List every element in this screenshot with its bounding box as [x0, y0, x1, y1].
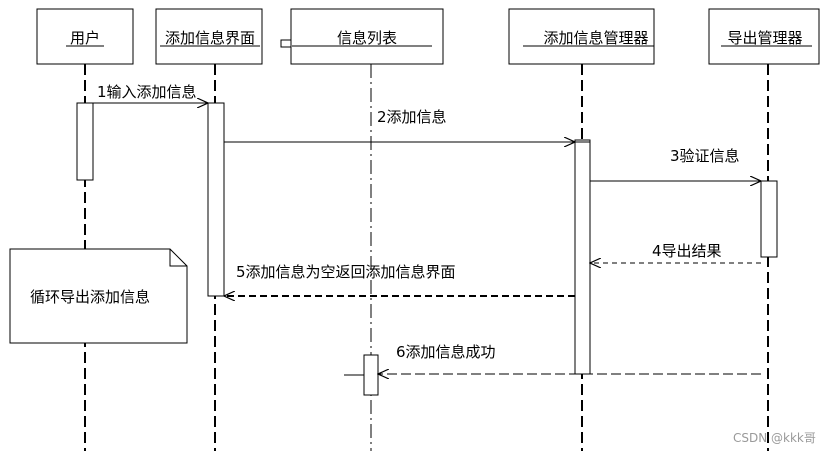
participant-add-info-ui: 添加信息界面: [155, 8, 263, 65]
message-label: 5添加信息为空返回添加信息界面: [236, 263, 456, 281]
message-label: 6添加信息成功: [396, 343, 496, 361]
message-label: 1输入添加信息: [97, 83, 197, 101]
message-label: 2添加信息: [377, 108, 447, 126]
note: 循环导出添加信息: [9, 248, 188, 344]
participant-box: [155, 8, 263, 65]
participant-user: 用户: [36, 8, 134, 65]
activation-add-info-manager: [574, 139, 591, 375]
message-5: 5添加信息为空返回添加信息界面: [224, 263, 575, 296]
note-fold: [169, 249, 187, 267]
participant-add-info-manager: 添加信息管理器: [508, 8, 655, 65]
activation-add-info-ui: [207, 102, 225, 297]
participant-box: [290, 8, 444, 65]
message-4: 4导出结果: [590, 242, 761, 263]
message-label: 3验证信息: [670, 147, 740, 165]
message-3: 3验证信息: [590, 147, 761, 181]
participant-box: [708, 8, 820, 65]
note-text: 循环导出添加信息: [30, 288, 150, 306]
message-1: 1输入添加信息: [93, 83, 208, 103]
message-label: 4导出结果: [652, 242, 722, 260]
activation-user: [76, 102, 94, 181]
participant-box: [36, 8, 134, 65]
participant-export-manager: 导出管理器: [708, 8, 820, 65]
participant-label: 信息列表: [337, 29, 397, 47]
note-shape: [9, 248, 188, 344]
participant-info-list: 信息列表: [280, 8, 444, 65]
activation-export-manager: [760, 180, 778, 258]
component-icon: [280, 39, 292, 48]
participant-label: 添加信息管理器: [543, 29, 648, 47]
message-2: 2添加信息: [224, 108, 590, 142]
watermark: CSDN @kkk哥: [733, 431, 816, 445]
message-6: 6添加信息成功: [378, 343, 761, 374]
activation-info-list: [363, 354, 379, 396]
participant-label: 导出管理器: [727, 29, 802, 47]
participant-label: 添加信息界面: [165, 29, 255, 47]
participant-label: 用户: [70, 29, 100, 47]
